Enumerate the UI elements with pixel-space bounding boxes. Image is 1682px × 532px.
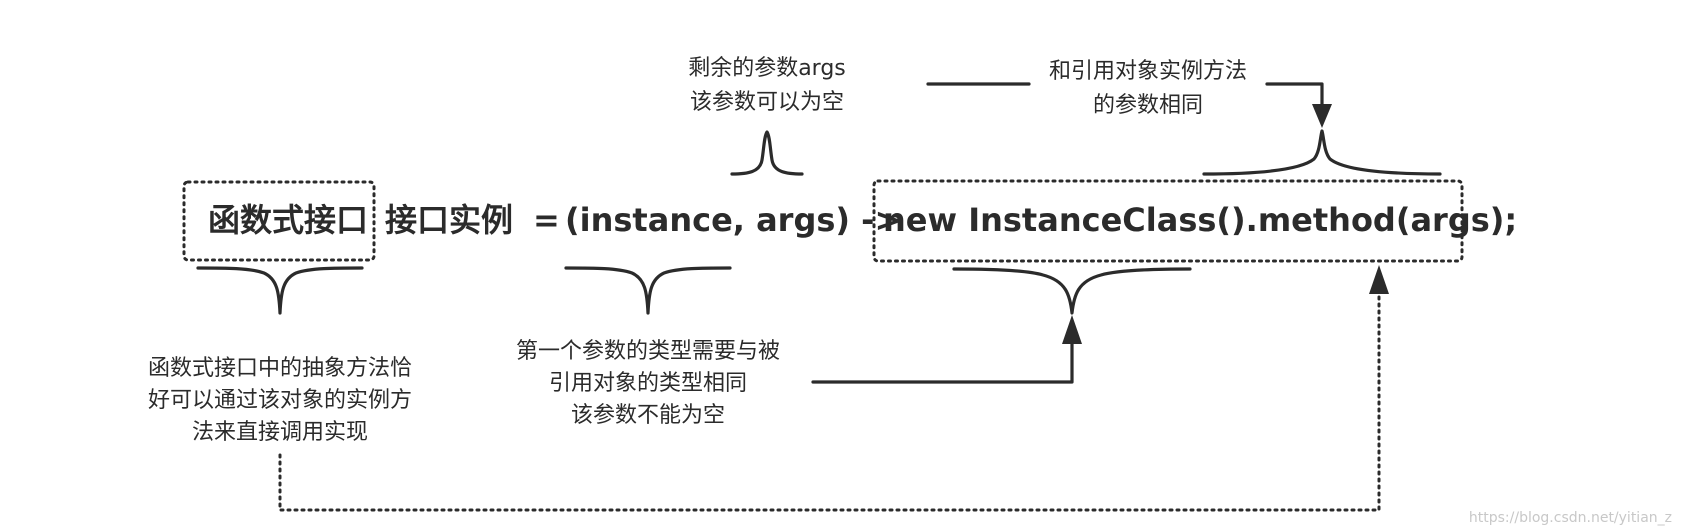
bottom-brace-new-instance [952, 267, 1192, 315]
top-right-annotation-line-2: 的参数相同 [1093, 93, 1203, 118]
bottom-middle-annotation-line-1: 第一个参数的类型需要与被 [516, 339, 780, 364]
implementation-arrow-head [1369, 265, 1389, 294]
top-right-arrow-head [1312, 104, 1332, 128]
instance-type-arrow-head [1062, 315, 1082, 344]
interface-instance-text: 接口实例 [385, 201, 513, 239]
top-left-annotation-line-1: 剩余的参数args [688, 56, 846, 81]
top-right-annotation: 和引用对象实例方法 的参数相同 [1049, 59, 1247, 118]
bottom-left-annotation-line-1: 函数式接口中的抽象方法恰 [148, 356, 412, 381]
top-right-right-connector-line [1265, 82, 1324, 111]
equals-sign-text: = [533, 201, 560, 239]
bottom-middle-annotation: 第一个参数的类型需要与被 引用对象的类型相同 该参数不能为空 [516, 339, 780, 428]
top-right-annotation-line-1: 和引用对象实例方法 [1049, 59, 1247, 84]
top-brace-args [730, 130, 804, 176]
method-call-text: new InstanceClass().method(args); [883, 201, 1517, 239]
method-call-dotted-box [872, 179, 1464, 263]
bottom-left-annotation-line-3: 法来直接调用实现 [192, 420, 368, 445]
bottom-brace-functional-interface [196, 266, 364, 315]
lambda-params-text: (instance, args) -> [565, 201, 901, 239]
top-brace-method-args [1202, 129, 1442, 176]
bottom-middle-annotation-line-3: 该参数不能为空 [571, 403, 725, 428]
main-expression: 函数式接口 接口实例 = (instance, args) -> new Ins… [208, 201, 1517, 239]
bottom-middle-annotation-line-2: 引用对象的类型相同 [549, 371, 747, 396]
functional-interface-text: 函数式接口 [208, 201, 368, 239]
functional-interface-dotted-box [182, 180, 376, 262]
watermark-text: https://blog.csdn.net/yitian_z [1469, 510, 1672, 526]
bottom-left-annotation: 函数式接口中的抽象方法恰 好可以通过该对象的实例方 法来直接调用实现 [148, 356, 412, 445]
bottom-left-annotation-line-2: 好可以通过该对象的实例方 [148, 388, 412, 413]
bottom-brace-instance [564, 266, 732, 315]
top-left-annotation-line-2: 该参数可以为空 [690, 90, 844, 115]
top-left-annotation: 剩余的参数args 该参数可以为空 [688, 56, 846, 115]
instance-type-connector-line [811, 339, 1074, 384]
implementation-dotted-connector [278, 286, 1381, 512]
